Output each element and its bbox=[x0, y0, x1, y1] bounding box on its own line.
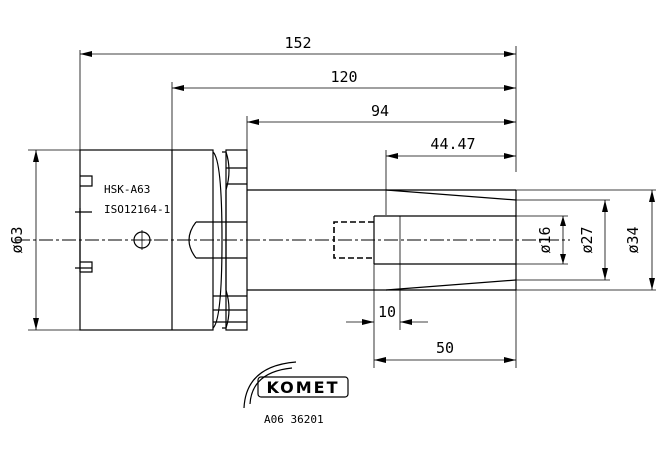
dimension-dia-27-label: ø27 bbox=[578, 226, 596, 253]
standard-label: ISO12164-1 bbox=[104, 203, 170, 216]
dimension-152-label: 152 bbox=[284, 34, 311, 52]
dimension-50-label: 50 bbox=[436, 339, 454, 357]
dimension-dia-16-label: ø16 bbox=[536, 226, 554, 253]
dimension-dia-34-label: ø34 bbox=[624, 226, 642, 253]
dimension-dia-16: ø16 bbox=[516, 215, 568, 265]
dimension-dia-34: ø34 bbox=[516, 189, 656, 291]
dimension-44-47: 44.47 bbox=[385, 135, 516, 215]
dimension-94: 94 bbox=[246, 102, 516, 150]
dimension-10: 10 bbox=[346, 264, 428, 368]
dimension-152: 152 bbox=[79, 34, 517, 172]
dimension-120: 120 bbox=[171, 68, 516, 160]
dimension-120-label: 120 bbox=[330, 68, 357, 86]
article-number: A06 36201 bbox=[264, 413, 324, 426]
interface-label: HSK-A63 bbox=[104, 183, 150, 196]
dimension-dia-27: ø27 bbox=[516, 199, 610, 281]
dimension-44-47-label: 44.47 bbox=[430, 135, 475, 153]
brand-name: KOMET bbox=[266, 378, 339, 397]
dimension-94-label: 94 bbox=[371, 102, 389, 120]
dimension-10-label: 10 bbox=[378, 303, 396, 321]
komet-logo: KOMET bbox=[243, 361, 349, 409]
dimension-50: 50 bbox=[374, 290, 517, 368]
